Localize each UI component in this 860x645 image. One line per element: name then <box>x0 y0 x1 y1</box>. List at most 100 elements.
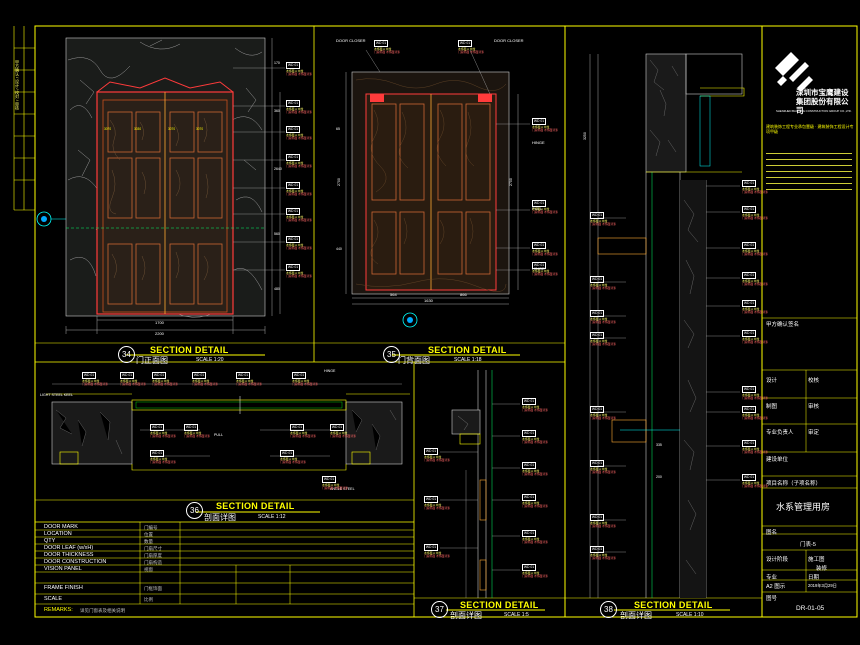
tag-desc: 门扇饰面 木饰面清漆 <box>590 342 616 346</box>
view-number-35: 35 <box>383 346 400 363</box>
tag-code: WD 01 <box>532 262 546 269</box>
left-margin-labels: 甲方确认 / 设计 / 校对 / 审核 <box>15 60 20 111</box>
dim-front-width: 1700 <box>155 320 164 325</box>
tag-spec: 木饰面 A 木纹 <box>152 378 170 383</box>
tag-spec: 木饰面 A 木纹 <box>742 336 760 341</box>
tag-spec: 木饰面 A 木纹 <box>286 242 304 247</box>
tb-project-name: 水系管理用房 <box>776 502 831 512</box>
svg-text:200: 200 <box>656 475 662 479</box>
tag-code: WD 01 <box>286 236 300 243</box>
tag-desc: 门扇饰面 木饰面清漆 <box>322 486 348 490</box>
callout-door-closer-left: DOOR CLOSER <box>336 38 366 43</box>
view-subtitle-36: 剖面详图 <box>204 513 236 522</box>
tb-date-label: 日期 <box>808 575 820 581</box>
tag-code: WD 01 <box>532 200 546 207</box>
tag-spec: 木饰面 A 木纹 <box>522 404 540 409</box>
view-subtitle-35: 门背面图 <box>398 356 430 365</box>
svg-text:560: 560 <box>274 232 280 236</box>
tag-code: WD 01 <box>590 310 604 317</box>
tag-code: WD 01 <box>522 530 536 537</box>
tag-desc: 门扇饰面 木饰面清漆 <box>330 434 356 438</box>
tag-desc: 门扇饰面 木饰面清漆 <box>532 210 558 214</box>
tag-code: WD 01 <box>374 40 388 47</box>
tag-code: WD 01 <box>742 242 756 249</box>
tag-code: WD 01 <box>522 564 536 571</box>
tag-code: WD 01 <box>590 406 604 413</box>
tag-desc: 门扇饰面 木饰面清漆 <box>742 190 768 194</box>
tb-stage-label: 设计阶段 <box>766 557 789 563</box>
tag-spec: 木饰面 A 木纹 <box>286 270 304 275</box>
tag-desc: 门扇饰面 木饰面清漆 <box>424 458 450 462</box>
tag-code: WD 01 <box>120 372 134 379</box>
tag-spec: 木饰面 A 木纹 <box>532 248 550 253</box>
svg-text:2700: 2700 <box>337 178 341 186</box>
tag-spec: 木饰面 A 木纹 <box>280 456 298 461</box>
tag-code: WD 01 <box>590 514 604 521</box>
schedule-key-scale: SCALE <box>44 596 63 602</box>
tag-code: WD 01 <box>150 450 164 457</box>
tag-spec: 木饰面 A 木纹 <box>522 570 540 575</box>
tag-code: WD 01 <box>590 276 604 283</box>
schedule-key-frame-finish: FRAME FINISH <box>44 585 83 591</box>
tag-spec: 木饰面 A 木纹 <box>424 454 442 459</box>
tag-desc: 门扇饰面 木饰面清漆 <box>522 472 548 476</box>
tag-spec: 木饰面 A 木纹 <box>522 436 540 441</box>
tag-spec: 木饰面 A 木纹 <box>458 46 476 51</box>
dim-back-total: 1630 <box>424 298 433 303</box>
tag-desc: 门扇饰面 木饰面清漆 <box>742 484 768 488</box>
tb-draw: 制图 <box>766 404 778 410</box>
tag-spec: 木饰面 A 木纹 <box>590 282 608 287</box>
tag-desc: 门扇饰面 木饰面清漆 <box>532 252 558 256</box>
svg-text:3070: 3070 <box>168 127 175 131</box>
tag-desc: 门扇饰面 木饰面清漆 <box>532 272 558 276</box>
tag-spec: 木饰面 A 木纹 <box>424 502 442 507</box>
callout-angle-steel: ANGLE STEEL <box>330 487 355 491</box>
tag-spec: 木饰面 A 木纹 <box>374 46 392 51</box>
tag-desc: 门扇饰面 木饰面清漆 <box>184 434 210 438</box>
tag-desc: 门扇饰面 木饰面清漆 <box>590 222 616 226</box>
svg-text:3030: 3030 <box>134 127 141 131</box>
tag-code: WD 01 <box>742 330 756 337</box>
tag-desc: 门扇饰面 木饰面清漆 <box>150 434 176 438</box>
tag-code: WD 01 <box>286 182 300 189</box>
tag-desc: 门扇饰面 木饰面清漆 <box>286 218 312 222</box>
view-scale-37: SCALE 1:5 <box>504 612 529 618</box>
tag-desc: 门扇饰面 木饰面清漆 <box>522 574 548 578</box>
tag-desc: 门扇饰面 木饰面清漆 <box>286 246 312 250</box>
tag-desc: 门扇饰面 木饰面清漆 <box>424 554 450 558</box>
schedule-value-door-leaf: 门扇尺寸 <box>144 546 162 551</box>
tag-code: WD 01 <box>590 460 604 467</box>
tag-desc: 门扇饰面 木饰面清漆 <box>286 136 312 140</box>
tag-code: WD 01 <box>742 180 756 187</box>
schedule-key-vision-panel: VISION PANEL <box>44 566 82 572</box>
svg-text:440: 440 <box>336 247 342 251</box>
callout-door-closer-right: DOOR CLOSER <box>494 38 524 43</box>
tag-spec: 木饰面 A 木纹 <box>742 480 760 485</box>
schedule-value-door-thickness: 门扇厚度 <box>144 553 162 558</box>
svg-text:2640: 2640 <box>274 167 282 171</box>
tag-desc: 门扇饰面 木饰面清漆 <box>742 216 768 220</box>
tb-category: 装修 <box>816 566 828 572</box>
tag-code: WD 01 <box>458 40 472 47</box>
